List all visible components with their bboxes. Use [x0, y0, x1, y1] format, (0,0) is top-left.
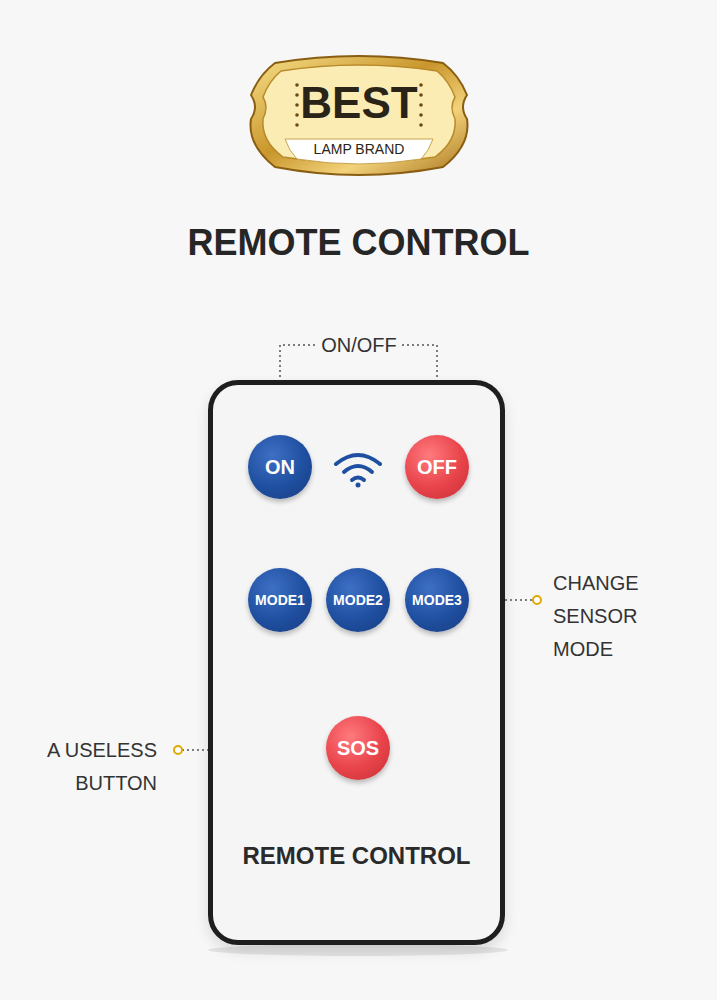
button-label: SOS — [337, 738, 379, 758]
badge-subtitle: LAMP BRAND — [245, 141, 473, 157]
badge-star — [419, 123, 423, 127]
wifi-arc — [352, 478, 364, 481]
remote-label: REMOTE CONTROL — [213, 842, 500, 870]
remote-button: OFF — [405, 435, 469, 499]
button-label: MODE1 — [255, 593, 305, 607]
callout-label: CHANGE SENSOR MODE — [553, 567, 693, 666]
wifi-icon — [333, 452, 383, 488]
remote-button: MODE3 — [405, 568, 469, 632]
badge-star — [419, 103, 423, 107]
remote-button: ON — [248, 435, 312, 499]
remote-button: MODE2 — [326, 568, 390, 632]
brand-badge: BEST LAMP BRAND — [245, 55, 473, 181]
callout-label: A USELESS BUTTON — [45, 734, 157, 800]
badge-star — [295, 123, 299, 127]
shadow — [208, 944, 508, 956]
button-label: MODE3 — [412, 593, 462, 607]
button-label: ON — [265, 457, 295, 477]
bracket-label: ON/OFF — [318, 329, 400, 361]
leader-dot — [533, 596, 541, 604]
leader-dot — [174, 746, 182, 754]
button-label: MODE2 — [333, 593, 383, 607]
wifi-arc — [336, 455, 380, 464]
badge-star — [295, 103, 299, 107]
badge-star — [419, 93, 423, 97]
badge-star — [295, 93, 299, 97]
badge-star — [295, 113, 299, 117]
badge-star — [419, 113, 423, 117]
button-label: OFF — [417, 457, 457, 477]
page-title: REMOTE CONTROL — [0, 222, 717, 264]
wifi-arc — [344, 466, 372, 472]
badge-heading: BEST — [245, 75, 473, 131]
remote-body: REMOTE CONTROL ON OFF MODE1 MODE2 MODE3SOS — [208, 380, 505, 945]
remote-button: MODE1 — [248, 568, 312, 632]
badge-star — [295, 83, 299, 87]
remote-button: SOS — [326, 716, 390, 780]
wifi-dot — [356, 483, 361, 488]
badge-star — [419, 83, 423, 87]
